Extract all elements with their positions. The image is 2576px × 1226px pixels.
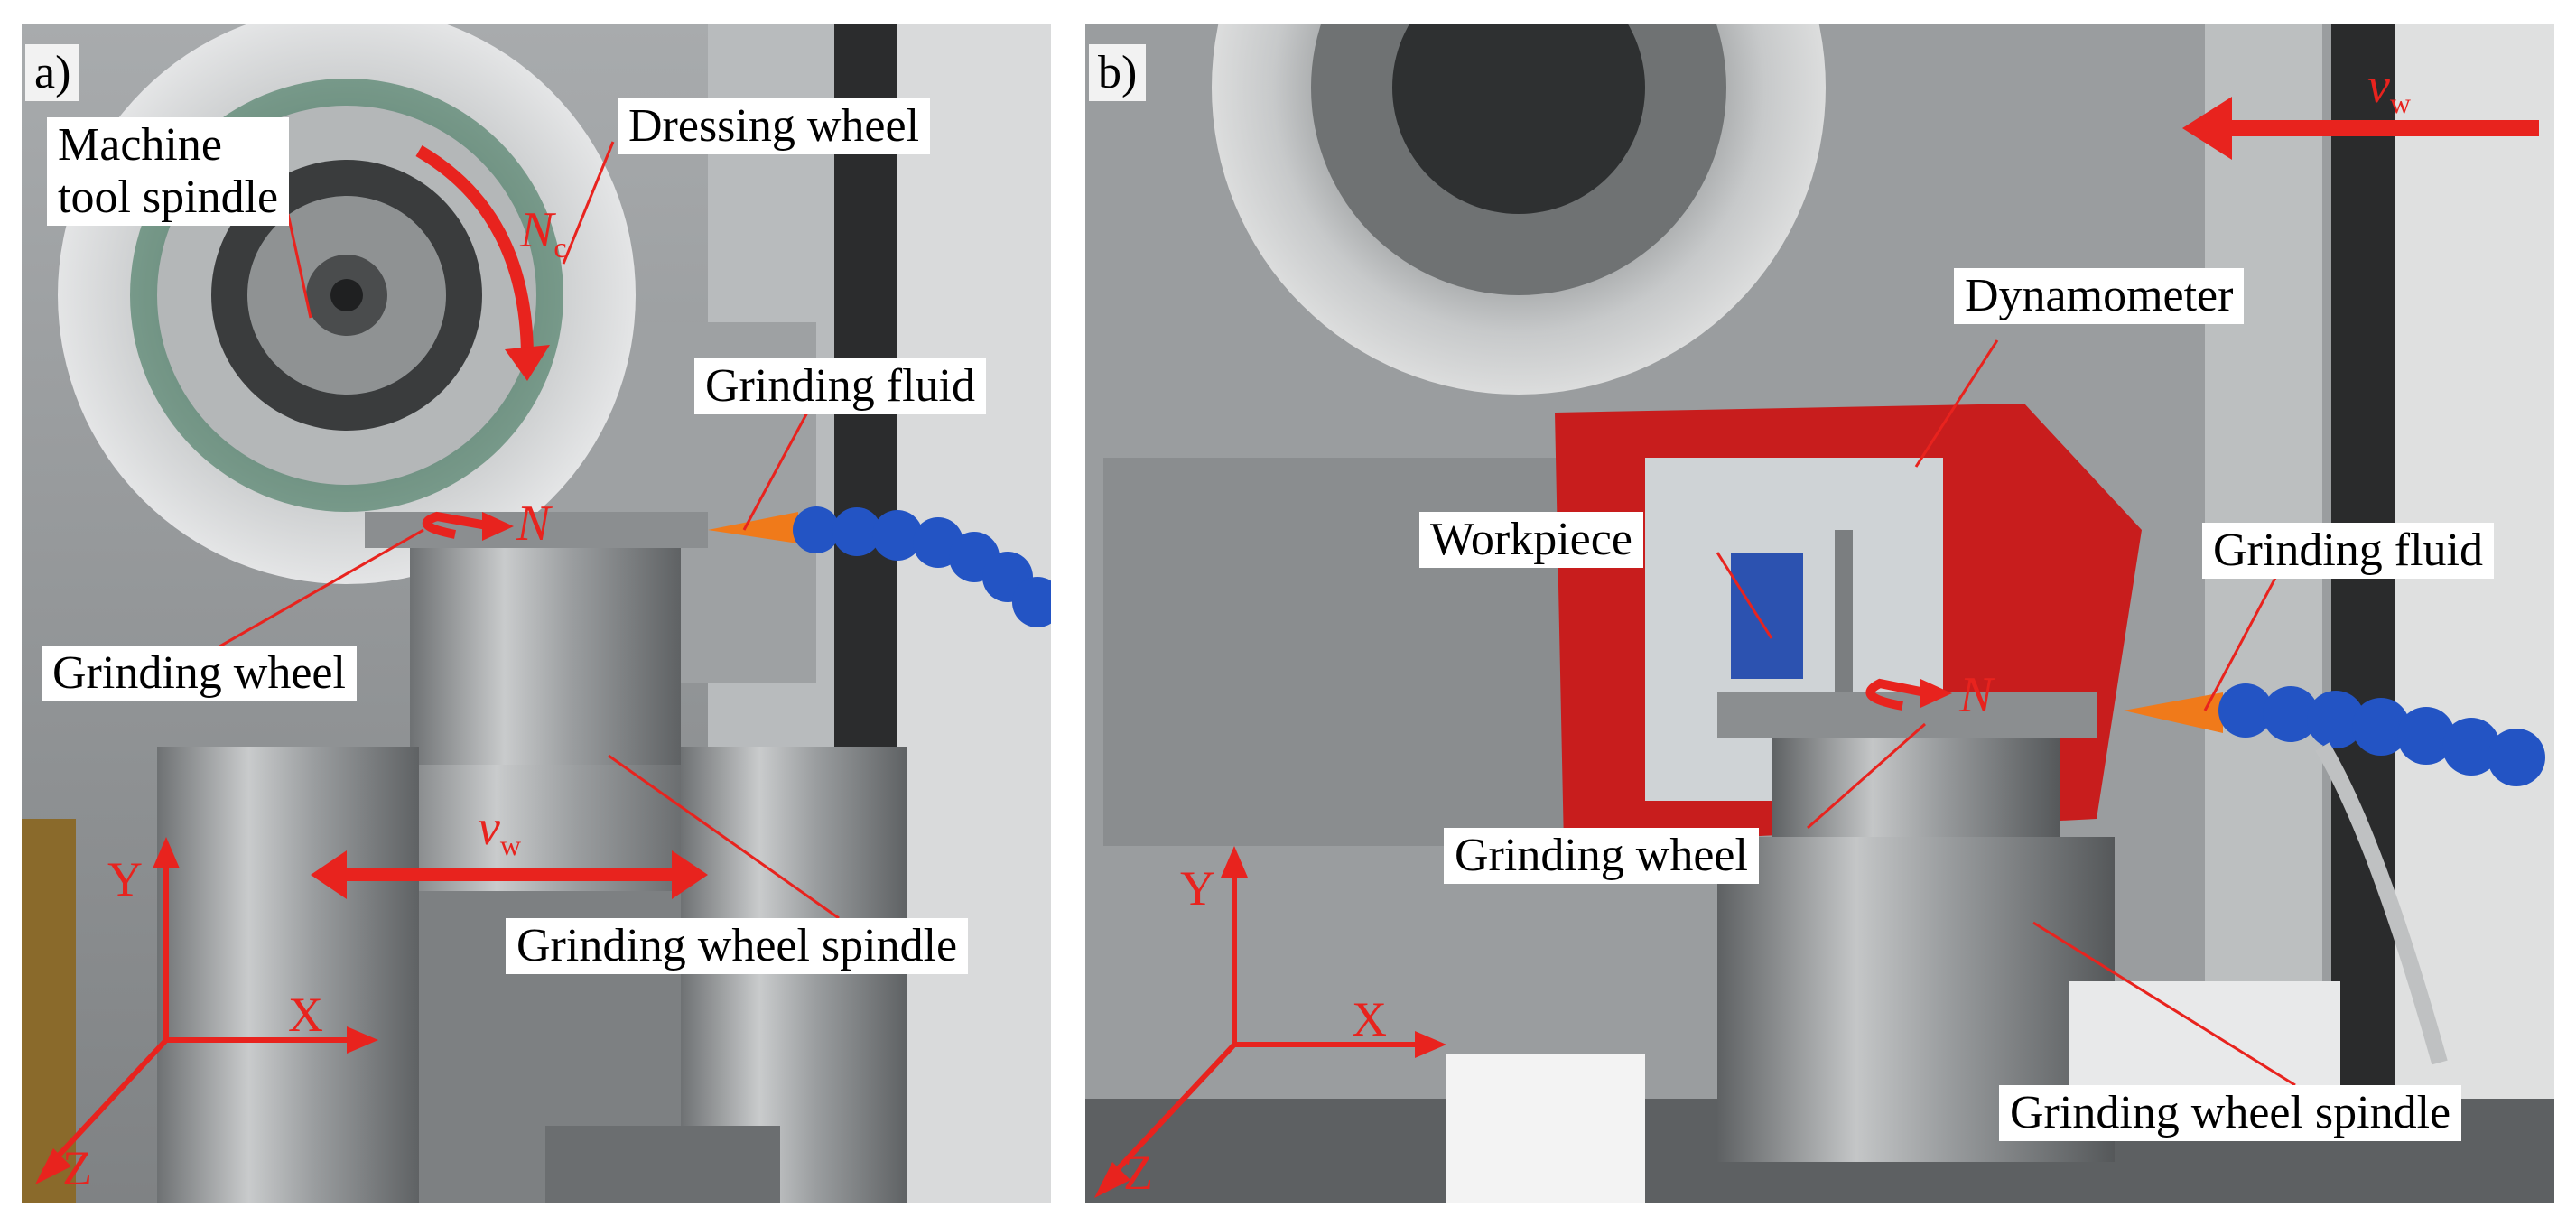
symbol-vw-b: vw — [2367, 58, 2411, 120]
label-workpiece: Workpiece — [1419, 512, 1643, 569]
panel-a-letter: a) — [25, 44, 80, 101]
label-spindle-line2: tool spindle — [58, 172, 279, 224]
panel-b-photo — [1085, 24, 2554, 1203]
axis-z-a: Z — [62, 1141, 92, 1195]
axis-y-a: Y — [107, 852, 143, 906]
axis-y-b: Y — [1180, 861, 1215, 915]
label-grinding-wheel-spindle-a: Grinding wheel spindle — [506, 918, 969, 975]
panel-b-letter: b) — [1089, 44, 1147, 101]
axis-x-b: X — [1352, 992, 1387, 1046]
label-grinding-fluid-b: Grinding fluid — [2202, 523, 2494, 580]
symbol-vw-a: vw — [478, 800, 521, 862]
panel-b: b) Dynamometer Workpiece Grinding fluid … — [1085, 24, 2554, 1203]
label-spindle-line1: Machine — [58, 119, 222, 171]
label-machine-tool-spindle: Machine tool spindle — [47, 117, 290, 227]
axis-x-a: X — [288, 988, 323, 1042]
label-grinding-fluid-a: Grinding fluid — [694, 358, 986, 415]
axis-z-b: Z — [1123, 1146, 1153, 1200]
label-grinding-wheel-spindle-b: Grinding wheel spindle — [1999, 1085, 2462, 1142]
label-dressing-wheel: Dressing wheel — [618, 98, 931, 155]
panel-a: a) Machine tool spindle Dressing wheel G… — [22, 24, 1051, 1203]
label-grinding-wheel-a: Grinding wheel — [42, 646, 357, 702]
symbol-nc: Nc — [520, 202, 567, 265]
symbol-n-b: N — [1959, 667, 1994, 723]
label-dynamometer: Dynamometer — [1954, 268, 2245, 325]
symbol-n-a: N — [516, 496, 551, 552]
label-grinding-wheel-b: Grinding wheel — [1444, 828, 1759, 885]
